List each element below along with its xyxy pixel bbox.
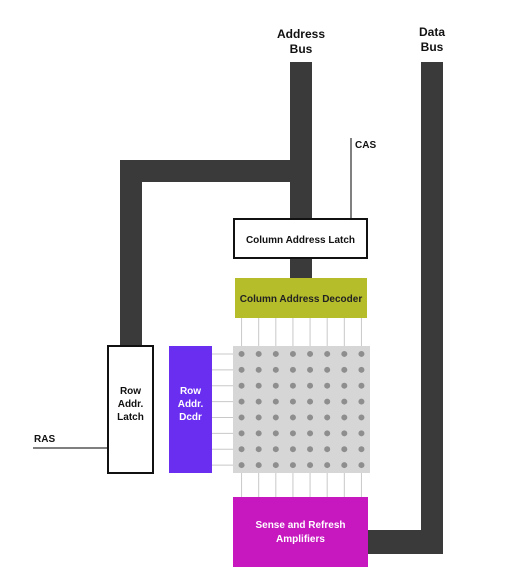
row-decoder-label-3: Dcdr: [179, 412, 202, 423]
row-decoder-label-1: Row: [180, 386, 201, 397]
memory-cell: [272, 414, 279, 421]
address-bus-to-col-latch: [290, 160, 312, 220]
memory-cell: [341, 414, 348, 421]
memory-cell: [324, 350, 331, 357]
memory-cell: [272, 366, 279, 373]
memory-cell: [358, 398, 365, 405]
memory-cell: [255, 446, 262, 453]
memory-cell: [238, 350, 245, 357]
memory-cell: [289, 414, 296, 421]
memory-cell: [289, 350, 296, 357]
memory-cell: [272, 430, 279, 437]
memory-cell: [255, 350, 262, 357]
address-bus-horizontal: [120, 160, 312, 182]
memory-cell: [272, 382, 279, 389]
memory-cell: [324, 462, 331, 469]
memory-cell: [238, 414, 245, 421]
memory-cell: [341, 366, 348, 373]
col-latch-to-decoder: [290, 258, 312, 278]
sense-refresh-amplifiers-box: [233, 497, 368, 567]
column-address-latch-box: [233, 218, 368, 259]
memory-cell-array: [233, 346, 370, 473]
row-address-decoder-box: [169, 346, 212, 473]
column-address-decoder-label: Column Address Decoder: [240, 294, 363, 305]
memory-cell: [358, 430, 365, 437]
data-bus-to-sense-amp: [368, 530, 443, 554]
column-address-decoder-box: [235, 278, 367, 318]
memory-cell: [307, 382, 314, 389]
memory-cell: [289, 462, 296, 469]
memory-cell: [255, 366, 262, 373]
memory-cell: [324, 382, 331, 389]
memory-cell: [341, 446, 348, 453]
column-address-latch-label: Column Address Latch: [246, 235, 355, 246]
memory-cell: [272, 350, 279, 357]
memory-cells: [238, 350, 365, 469]
memory-cell: [238, 382, 245, 389]
row-address-latch-box: [107, 345, 154, 474]
memory-cell: [307, 350, 314, 357]
data-bus-vertical: [421, 62, 443, 554]
memory-cell: [358, 462, 365, 469]
memory-cell: [255, 462, 262, 469]
memory-cell: [324, 366, 331, 373]
row-lines: [212, 353, 233, 466]
memory-cell: [341, 462, 348, 469]
memory-cell: [358, 350, 365, 357]
memory-cell: [289, 366, 296, 373]
memory-cell: [324, 430, 331, 437]
memory-cell: [307, 414, 314, 421]
sense-amp-label-2: Amplifiers: [276, 534, 325, 545]
memory-cell: [289, 398, 296, 405]
memory-cell: [341, 398, 348, 405]
data-bus-label-1: Data: [419, 25, 445, 39]
memory-cell: [307, 446, 314, 453]
data-bus-label-2: Bus: [421, 40, 444, 54]
memory-cell: [341, 350, 348, 357]
memory-cell: [289, 430, 296, 437]
memory-cell: [255, 382, 262, 389]
memory-cell: [307, 366, 314, 373]
memory-cell: [324, 414, 331, 421]
memory-cell: [272, 462, 279, 469]
memory-cell: [238, 462, 245, 469]
memory-cell: [272, 398, 279, 405]
memory-cell: [255, 414, 262, 421]
address-bus-label-1: Address: [277, 27, 325, 41]
address-bus-label-2: Bus: [290, 42, 313, 56]
row-latch-label-2: Addr.: [118, 399, 144, 410]
memory-cell: [307, 430, 314, 437]
memory-cell: [324, 398, 331, 405]
memory-cell: [289, 382, 296, 389]
memory-cell: [358, 414, 365, 421]
memory-cell: [238, 446, 245, 453]
memory-cell: [238, 430, 245, 437]
memory-cell: [341, 430, 348, 437]
memory-cell: [272, 446, 279, 453]
column-lines: [241, 318, 362, 497]
memory-cell: [324, 446, 331, 453]
memory-cell: [358, 446, 365, 453]
ras-label: RAS: [34, 434, 55, 445]
row-latch-label-3: Latch: [117, 412, 144, 423]
memory-cell: [307, 398, 314, 405]
memory-cell: [238, 366, 245, 373]
memory-cell: [358, 382, 365, 389]
memory-cell: [255, 430, 262, 437]
memory-cell: [341, 382, 348, 389]
sense-amp-label-1: Sense and Refresh: [255, 520, 345, 531]
memory-cell: [238, 398, 245, 405]
memory-cell: [255, 398, 262, 405]
row-latch-label-1: Row: [120, 386, 141, 397]
row-decoder-label-2: Addr.: [178, 399, 204, 410]
memory-cell: [307, 462, 314, 469]
memory-cell: [289, 446, 296, 453]
memory-cell: [358, 366, 365, 373]
cas-label: CAS: [355, 140, 376, 151]
address-bus-to-row-latch: [120, 160, 142, 348]
address-bus-vertical: [290, 62, 312, 172]
